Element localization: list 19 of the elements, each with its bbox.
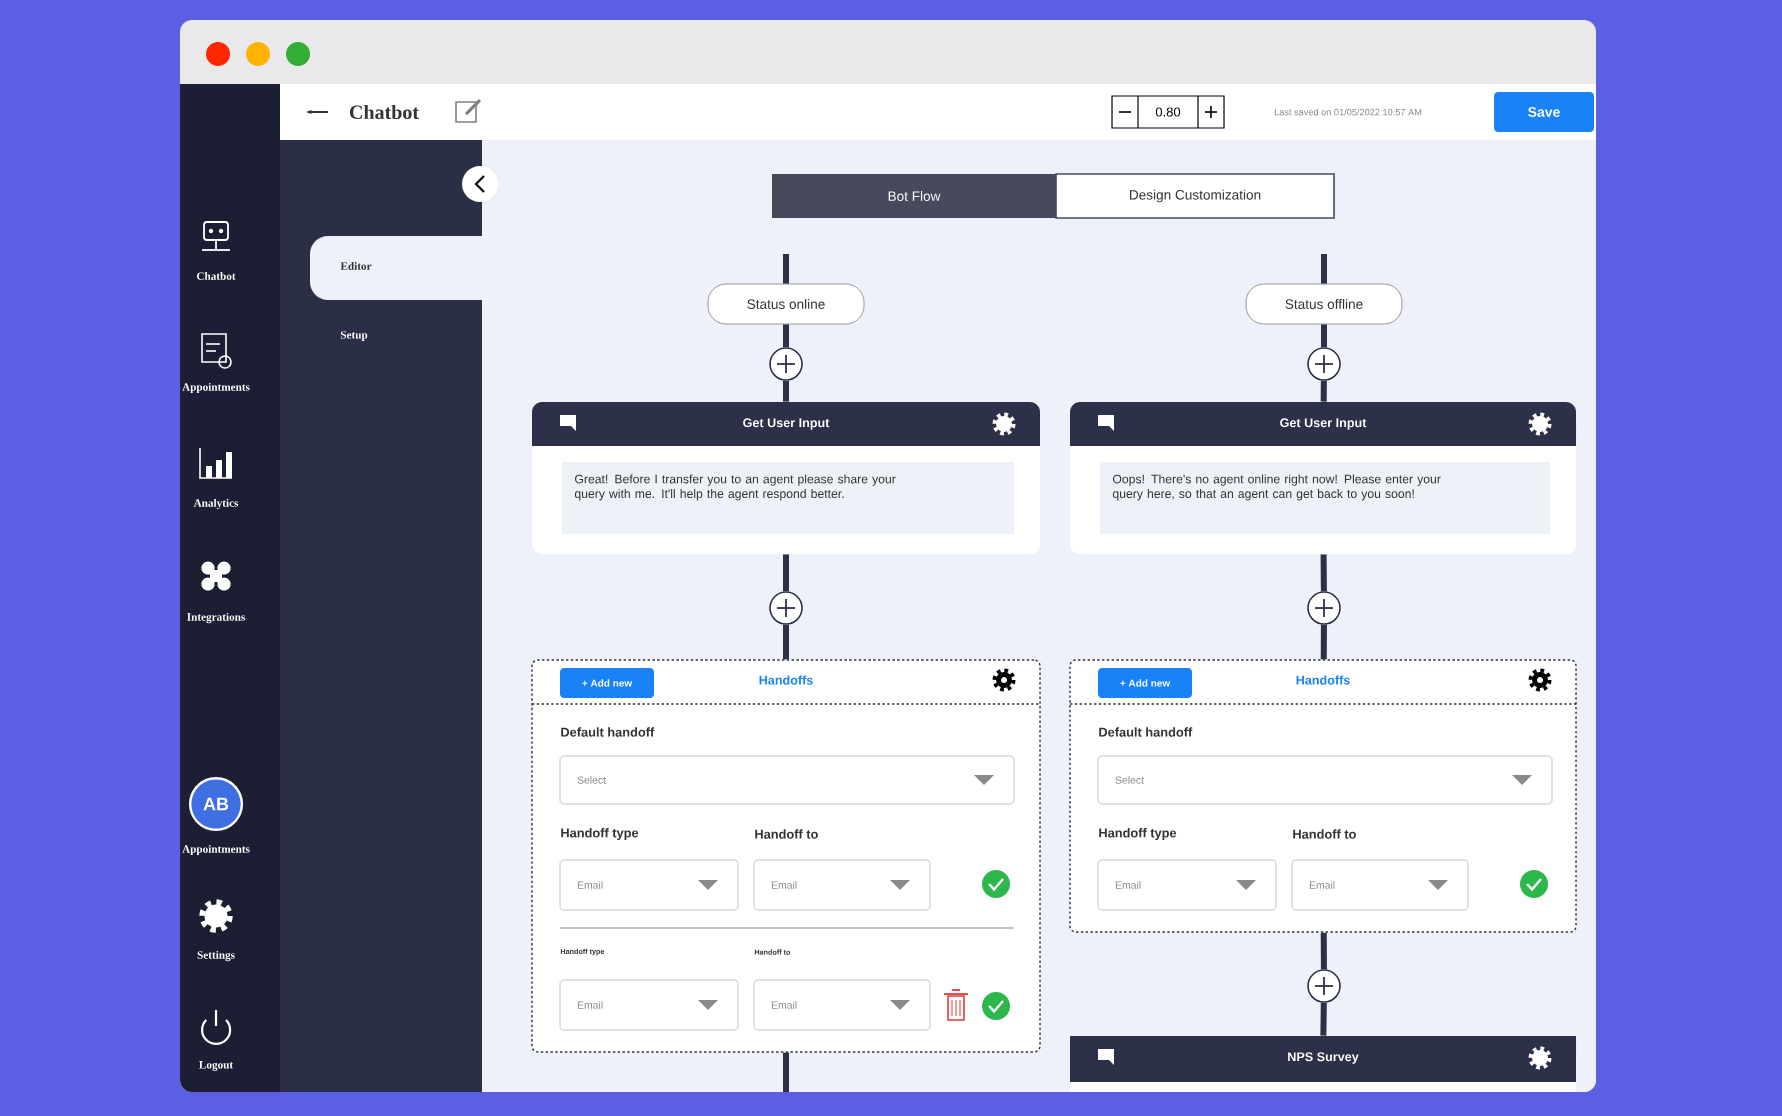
add-step-button <box>1307 591 1341 625</box>
add-step-button <box>769 347 803 381</box>
connector-line <box>783 324 789 348</box>
connector-line <box>1320 932 1327 970</box>
connector-line <box>783 554 789 592</box>
page-title: Chatbot <box>350 104 419 120</box>
connector-line <box>1321 324 1327 348</box>
add-step-button <box>1307 969 1341 1003</box>
connector-line <box>783 1052 789 1092</box>
connector-line <box>1321 254 1327 284</box>
connector-line <box>783 380 789 402</box>
connector-line <box>1320 1002 1327 1036</box>
add-step-button <box>1307 347 1341 381</box>
connector-line <box>1320 554 1327 592</box>
connector-line <box>783 624 789 660</box>
connector-line <box>1320 624 1327 660</box>
add-step-button <box>769 591 803 625</box>
connector-line <box>1320 380 1327 402</box>
connector-line <box>783 254 789 284</box>
